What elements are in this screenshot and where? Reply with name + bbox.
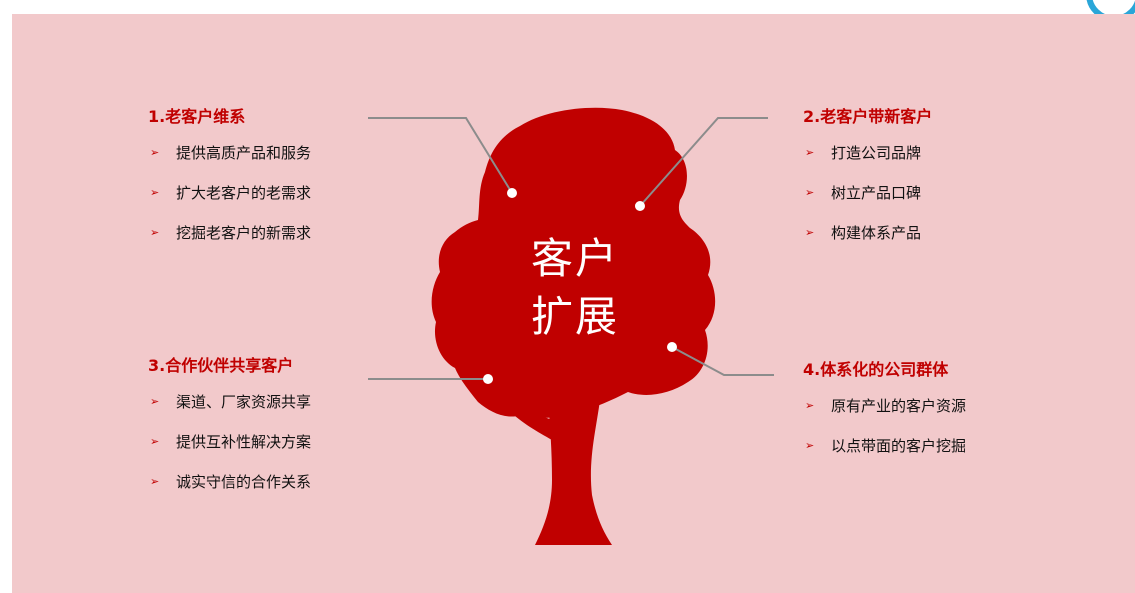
tree-canopy [431,107,716,418]
connector-2 [635,117,768,211]
block-referrals: 2.老客户带新客户 ➢打造公司品牌 ➢树立产品口碑 ➢构建体系产品 [803,103,932,263]
arrow-bullet-icon: ➢ [805,226,815,239]
center-label: 客户 扩展 [520,230,630,346]
list-item: ➢以点带面的客户挖掘 [805,437,967,455]
arrow-bullet-icon: ➢ [805,186,815,199]
list-item: ➢扩大老客户的老需求 [150,184,312,202]
arrow-bullet-icon: ➢ [150,146,160,159]
block-list: ➢原有产业的客户资源 ➢以点带面的客户挖掘 [803,396,966,476]
list-item: ➢打造公司品牌 [805,144,922,162]
block-list: ➢打造公司品牌 ➢树立产品口碑 ➢构建体系产品 [803,143,932,263]
list-item: ➢树立产品口碑 [805,184,922,202]
arrow-bullet-icon: ➢ [150,186,160,199]
list-item: ➢诚实守信的合作关系 [150,473,312,491]
arrow-bullet-icon: ➢ [805,439,815,452]
connector-1 [368,117,517,198]
block-title: 2.老客户带新客户 [803,107,933,126]
tree-silhouette [431,107,716,545]
tree-trunk [535,400,612,545]
arrow-bullet-icon: ➢ [150,226,160,239]
arrow-bullet-icon: ➢ [150,395,160,408]
connector-4 [667,342,774,376]
list-item: ➢构建体系产品 [805,224,922,242]
arrow-bullet-icon: ➢ [805,399,815,412]
arrow-bullet-icon: ➢ [150,435,160,448]
list-item: ➢提供互补性解决方案 [150,433,312,451]
block-title: 3.合作伙伴共享客户 [148,356,294,375]
arrow-bullet-icon: ➢ [150,475,160,488]
block-title: 4.体系化的公司群体 [803,360,949,379]
list-item: ➢原有产业的客户资源 [805,397,967,415]
list-item: ➢提供高质产品和服务 [150,144,312,162]
arrow-bullet-icon: ➢ [805,146,815,159]
list-item: ➢挖掘老客户的新需求 [150,224,312,242]
block-company-group: 4.体系化的公司群体 ➢原有产业的客户资源 ➢以点带面的客户挖掘 [803,356,966,476]
block-list: ➢渠道、厂家资源共享 ➢提供互补性解决方案 ➢诚实守信的合作关系 [148,392,311,512]
list-item: ➢渠道、厂家资源共享 [150,393,312,411]
connector-3 [368,374,493,384]
block-list: ➢提供高质产品和服务 ➢扩大老客户的老需求 ➢挖掘老客户的新需求 [148,143,311,263]
block-old-customer-retention: 1.老客户维系 ➢提供高质产品和服务 ➢扩大老客户的老需求 ➢挖掘老客户的新需求 [148,103,311,263]
block-title: 1.老客户维系 [148,107,246,126]
center-label-line2: 扩展 [530,292,619,341]
block-partner-sharing: 3.合作伙伴共享客户 ➢渠道、厂家资源共享 ➢提供互补性解决方案 ➢诚实守信的合… [148,352,311,512]
center-label-line1: 客户 [530,234,619,283]
